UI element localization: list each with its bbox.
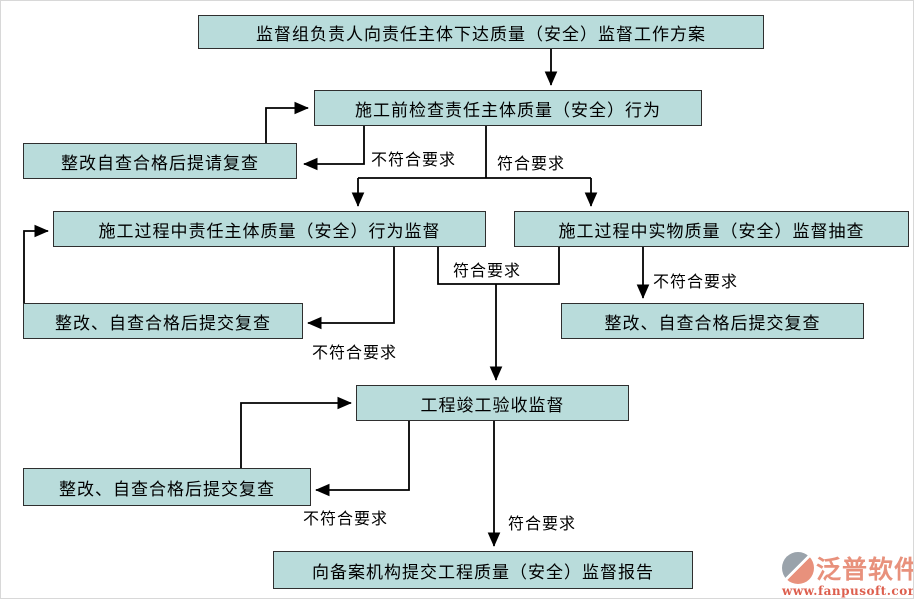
node-rectify-submit-recheck-right: 整改、自查合格后提交复查 — [561, 303, 864, 339]
node-submit-supervision-report: 向备案机构提交工程质量（安全）监督报告 — [273, 551, 693, 589]
node-process-behavior-supervision: 施工过程中责任主体质量（安全）行为监督 — [53, 211, 486, 247]
edge-label-precheck-pass: 符合要求 — [497, 154, 566, 173]
edge-label-acceptance-fail: 不符合要求 — [303, 509, 389, 528]
fanpu-logo-icon — [782, 552, 814, 584]
node-process-physical-spot-check: 施工过程中实物质量（安全）监督抽查 — [514, 211, 909, 247]
node-pre-construction-check: 施工前检查责任主体质量（安全）行为 — [314, 90, 702, 126]
edge-rectifybottom-back — [240, 396, 352, 468]
edge-precheck-fail — [303, 126, 365, 171]
edge-label-acceptance-pass: 符合要求 — [508, 514, 577, 533]
edge-label-process-pass: 符合要求 — [453, 261, 522, 280]
fanpu-brand-text: 泛普软件 — [816, 555, 914, 584]
fanpu-url-text: www.fanpusoft.com — [782, 584, 914, 598]
edge-label-behavior-fail: 不符合要求 — [312, 343, 398, 362]
edge-rectifyleft-back — [23, 224, 49, 303]
node-rectify-submit-recheck-left: 整改、自查合格后提交复查 — [23, 303, 303, 339]
edge-behavior-fail — [307, 247, 395, 330]
node-rectify-request-recheck: 整改自查合格后提请复查 — [23, 143, 297, 179]
edge-acceptance-fail — [315, 421, 410, 497]
edge-label-precheck-fail: 不符合要求 — [371, 150, 457, 169]
edge-label-spotcheck-fail: 不符合要求 — [653, 272, 739, 291]
node-rectify-submit-recheck-bottom: 整改、自查合格后提交复查 — [23, 468, 311, 506]
fanpu-watermark: 泛普软件 www.fanpusoft.com — [782, 550, 914, 598]
node-issue-supervision-plan: 监督组负责人向责任主体下达质量（安全）监督工作方案 — [198, 15, 764, 49]
node-completion-acceptance-supervision: 工程竣工验收监督 — [356, 385, 629, 421]
edge-rectifyrequest-back — [265, 101, 309, 143]
